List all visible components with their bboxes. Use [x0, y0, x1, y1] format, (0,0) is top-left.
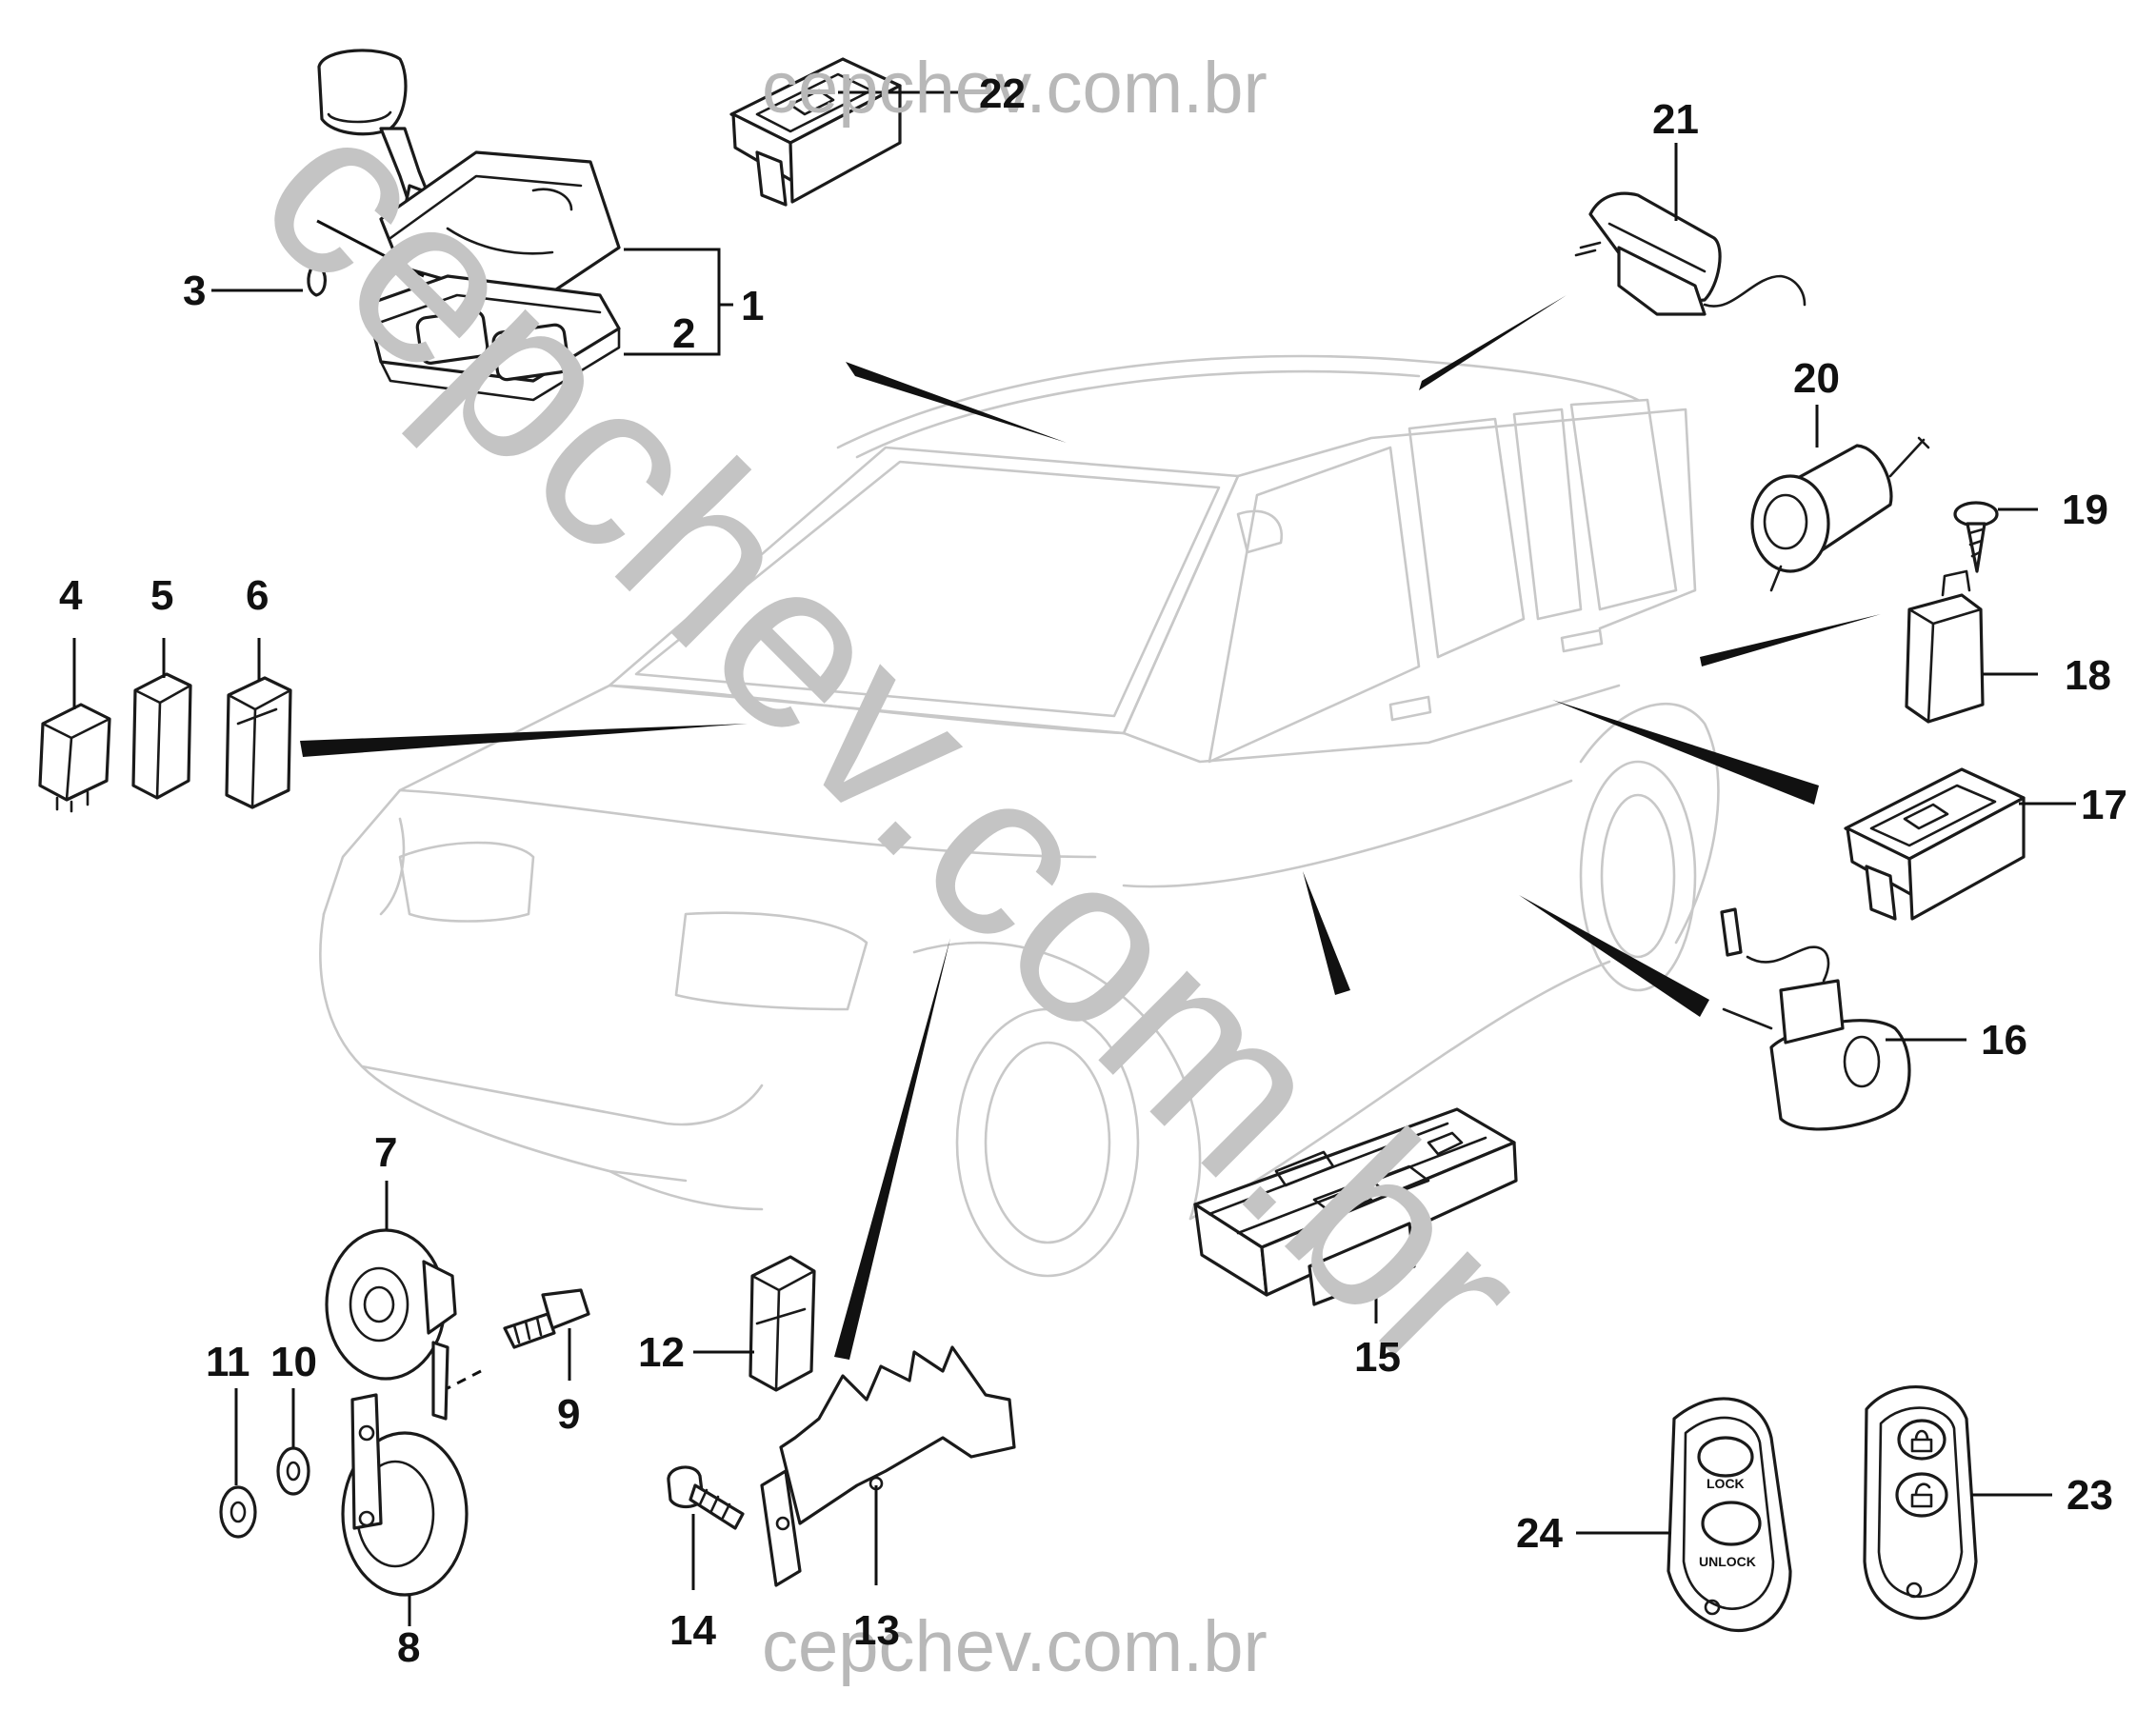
callout-18: 18	[2065, 652, 2111, 699]
watermark-top: cepchev.com.br	[762, 48, 1268, 129]
callout-14: 14	[669, 1607, 716, 1654]
callout-23: 23	[2066, 1472, 2113, 1519]
leader-wedges	[300, 295, 1881, 1360]
callout-20: 20	[1793, 355, 1840, 402]
callout-11: 11	[206, 1339, 250, 1385]
watermark-bottom: cepchev.com.br	[762, 1606, 1268, 1687]
callout-15: 15	[1354, 1334, 1401, 1381]
part-remote-23	[1863, 1385, 1978, 1621]
callout-1: 1	[741, 283, 764, 329]
callout-5: 5	[150, 572, 173, 619]
callout-12: 12	[638, 1329, 685, 1376]
part-relays	[38, 672, 292, 813]
part-relay-18	[1905, 569, 1985, 724]
callout-21: 21	[1652, 96, 1699, 143]
callout-22: 22	[979, 70, 1026, 117]
callout-2: 2	[672, 310, 695, 357]
callout-labels: 1 2 3 4 5 6 7 8 9 10 11 12 13 14 15 16 1…	[59, 70, 2127, 1671]
part-window-switch-master	[1193, 1107, 1518, 1306]
callout-3: 3	[183, 268, 206, 314]
callout-4: 4	[59, 572, 83, 619]
remote-unlock-label: UNLOCK	[1699, 1554, 1756, 1569]
part-lamp-21	[1574, 191, 1807, 316]
part-screw-19	[1953, 501, 1999, 573]
callout-9: 9	[557, 1391, 580, 1438]
remote-lock-label: LOCK	[1707, 1476, 1745, 1491]
part-window-switch-17	[1844, 767, 2026, 921]
callout-24: 24	[1516, 1510, 1563, 1557]
callout-17: 17	[2081, 782, 2127, 828]
part-window-switch-22	[729, 57, 902, 207]
part-horns	[219, 1228, 590, 1597]
callout-13: 13	[853, 1607, 900, 1654]
part-dome-light	[307, 49, 621, 402]
callout-19: 19	[2062, 487, 2108, 533]
callout-6: 6	[246, 572, 269, 619]
part-courtesy-lamp	[1720, 907, 1911, 1131]
callout-16: 16	[1981, 1017, 2027, 1064]
part-remote-24: LOCK UNLOCK	[1667, 1397, 1792, 1633]
part-lighter-20	[1750, 436, 1930, 592]
part-bracket	[667, 1255, 1016, 1587]
callout-8: 8	[397, 1624, 420, 1671]
callout-lines	[72, 90, 2076, 1626]
callout-7: 7	[374, 1129, 397, 1176]
vehicle-outline	[319, 354, 1720, 1278]
callout-10: 10	[270, 1339, 317, 1385]
